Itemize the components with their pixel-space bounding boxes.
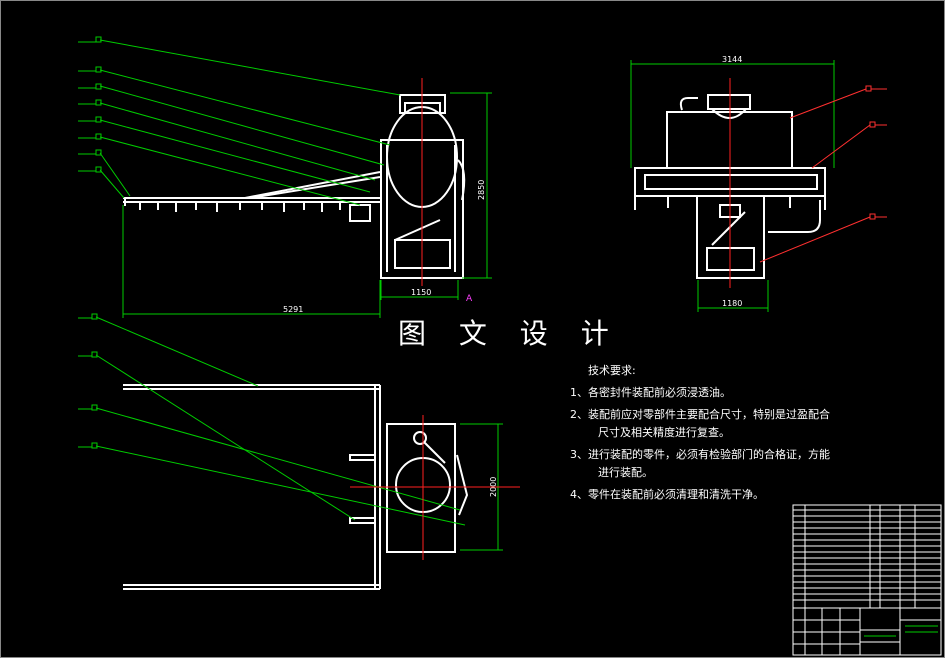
dim-side-base: 1150 — [411, 288, 431, 297]
side-leaders — [78, 36, 401, 206]
dim-side-reach: 5291 — [283, 305, 303, 314]
tech-req-item-2: 2、装配前应对零部件主要配合尺寸，特别是过盈配合 — [570, 408, 830, 421]
side-view — [123, 94, 466, 279]
dim-front-base: 1180 — [722, 299, 742, 308]
dim-front-width: 3144 — [722, 55, 742, 64]
title-block-green — [864, 625, 938, 637]
side-dimensions — [122, 92, 492, 318]
top-leaders — [78, 313, 466, 526]
tech-req-item-1: 1、各密封件装配前必须浸透油。 — [570, 386, 731, 399]
tech-req-item-4: 4、零件在装配前必须清理和清洗干净。 — [570, 488, 764, 501]
view-marker-a: A — [466, 294, 473, 304]
dim-side-height: 2850 — [477, 180, 486, 200]
front-leaders — [759, 85, 887, 263]
watermark: 图 文 设 计 — [398, 317, 621, 350]
bom-rows — [793, 509, 941, 601]
tech-req-title: 技术要求: — [588, 364, 636, 377]
tech-req-item-3-cont: 进行装配。 — [598, 466, 653, 479]
front-dimensions — [630, 60, 835, 312]
technical-requirements: 技术要求: 1、各密封件装配前必须浸透油。 2、装配前应对零部件主要配合尺寸，特… — [570, 360, 830, 506]
tech-req-item-2-cont: 尺寸及相关精度进行复查。 — [598, 426, 730, 439]
tech-req-item-3: 3、进行装配的零件，必须有检验部门的合格证，方能 — [570, 448, 830, 461]
